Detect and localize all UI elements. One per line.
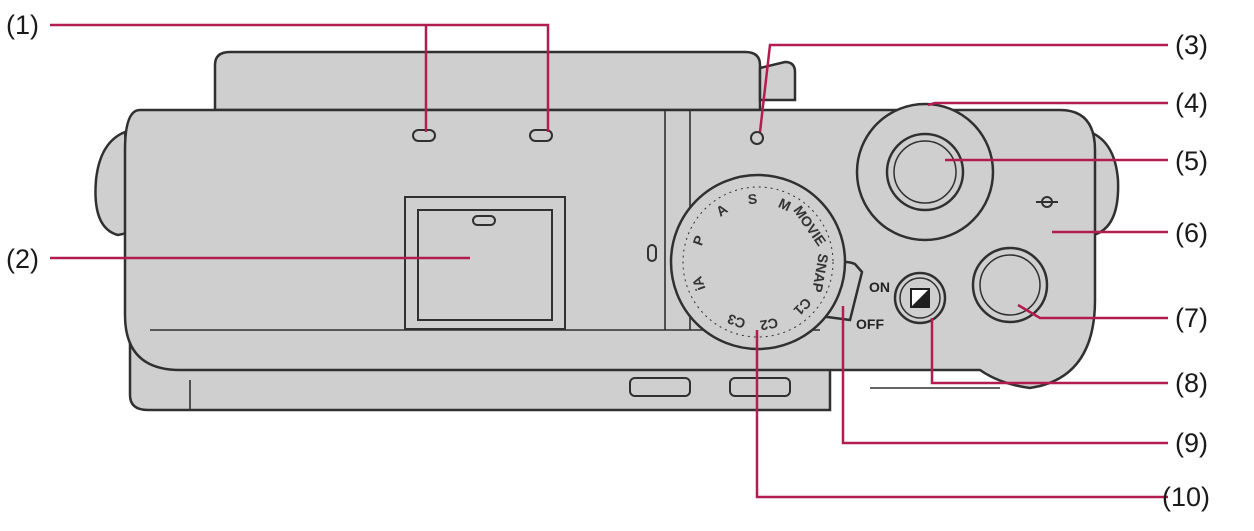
foot-left <box>629 377 691 397</box>
microphone-right <box>529 129 553 142</box>
microphone-left <box>412 129 436 142</box>
callout-label-6: (6) <box>1175 218 1208 248</box>
leader-line-10 <box>755 330 1168 499</box>
status-lamp <box>750 131 764 145</box>
eyelet-mark <box>647 244 657 262</box>
mode-dial-knurl <box>682 186 834 338</box>
callout-label-10: (10) <box>1162 482 1210 512</box>
exposure-compensation-button-inner <box>899 277 941 319</box>
foot-right <box>729 377 791 397</box>
callout-label-4: (4) <box>1175 88 1208 118</box>
mode-dial-mark: SNAP <box>809 252 832 293</box>
leader-line-1 <box>50 23 550 132</box>
callout-label-2: (2) <box>6 244 39 274</box>
video-record-button[interactable] <box>971 246 1049 324</box>
focal-plane-mark-icon <box>1036 196 1058 208</box>
mode-dial-mark: C3 <box>725 311 747 332</box>
mode-dial-mark: C2 <box>759 315 780 334</box>
power-off-label: OFF <box>856 316 884 332</box>
leader-line-8 <box>930 318 1168 385</box>
mode-dial-mark: iA <box>689 274 709 293</box>
callout-label-9: (9) <box>1175 428 1208 458</box>
strap-lug-left <box>94 130 134 237</box>
leader-line-3 <box>758 43 1168 133</box>
callout-label-5: (5) <box>1175 146 1208 176</box>
shutter-button-inner <box>893 140 957 204</box>
leader-line-9 <box>841 306 1168 445</box>
callout-label-8: (8) <box>1175 368 1208 398</box>
shutter-button[interactable] <box>885 132 965 212</box>
top-plate-riser <box>213 50 762 112</box>
power-on-label: ON <box>869 279 890 295</box>
hot-shoe-contact <box>472 215 496 226</box>
hot-shoe-rail <box>417 209 553 321</box>
leader-line-4 <box>927 101 1168 107</box>
exposure-compensation-icon <box>910 288 930 308</box>
leader-line-7 <box>1017 303 1168 320</box>
mode-dial-mark: S <box>747 191 758 208</box>
rear-bump <box>758 60 797 102</box>
callout-label-1: (1) <box>6 10 39 40</box>
camera-body <box>123 108 1097 390</box>
callout-label-3: (3) <box>1175 30 1208 60</box>
callout-label-7: (7) <box>1175 303 1208 333</box>
video-record-button-inner <box>979 254 1041 316</box>
